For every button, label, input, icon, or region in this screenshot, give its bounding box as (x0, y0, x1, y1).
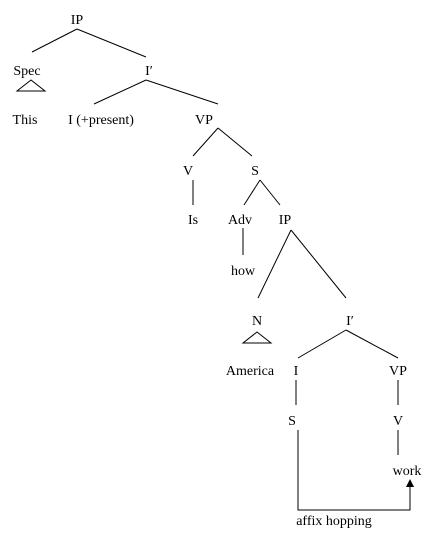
node-i-bar-inner: I′ (346, 314, 354, 329)
word-how: how (231, 264, 256, 279)
node-spec: Spec (13, 64, 40, 79)
node-ip-inner: IP (279, 213, 292, 228)
affix-hopping-path (297, 430, 411, 511)
n-triangle (241, 331, 273, 344)
word-this: This (13, 113, 38, 128)
branch-ibar-vp (145, 79, 219, 105)
affix-hopping-label: affix hopping (296, 514, 372, 529)
node-s-clause: S (251, 164, 259, 179)
tree-labels: IP Spec I′ This I (+present) VP V S Is A… (13, 13, 422, 529)
word-america: America (226, 364, 275, 379)
node-i-bar-top: I′ (145, 64, 153, 79)
branch-vp-v (192, 127, 219, 157)
node-s-affix: S (288, 414, 296, 429)
branch-ibar-i (93, 79, 147, 105)
affix-hopping-arrow (297, 430, 414, 511)
branch-vp-s (217, 127, 253, 157)
node-i-present: I (+present) (68, 113, 134, 128)
node-v-top: V (183, 164, 193, 179)
node-vp-inner: VP (389, 364, 407, 379)
node-n: N (252, 314, 262, 329)
word-work: work (393, 464, 422, 479)
branch-s-ip (259, 179, 281, 206)
spec-triangle (15, 79, 47, 92)
arrow-head (406, 479, 414, 487)
branch-ip-spec (31, 28, 78, 53)
branch-ip-ibar-inner (290, 229, 347, 299)
tree-branches (31, 28, 399, 455)
branch-ibar-i-inner (297, 329, 347, 359)
branch-ibar-vp-inner (345, 329, 399, 359)
word-is: Is (188, 213, 198, 228)
node-v-inner: V (393, 414, 403, 429)
branch-s-adv (243, 179, 261, 206)
branch-ip-n (257, 229, 292, 299)
node-ip-root: IP (71, 13, 84, 28)
node-i-inner: I (294, 364, 299, 379)
branch-ip-ibar (76, 28, 147, 58)
node-adv: Adv (228, 213, 252, 228)
node-vp-top: VP (195, 113, 213, 128)
